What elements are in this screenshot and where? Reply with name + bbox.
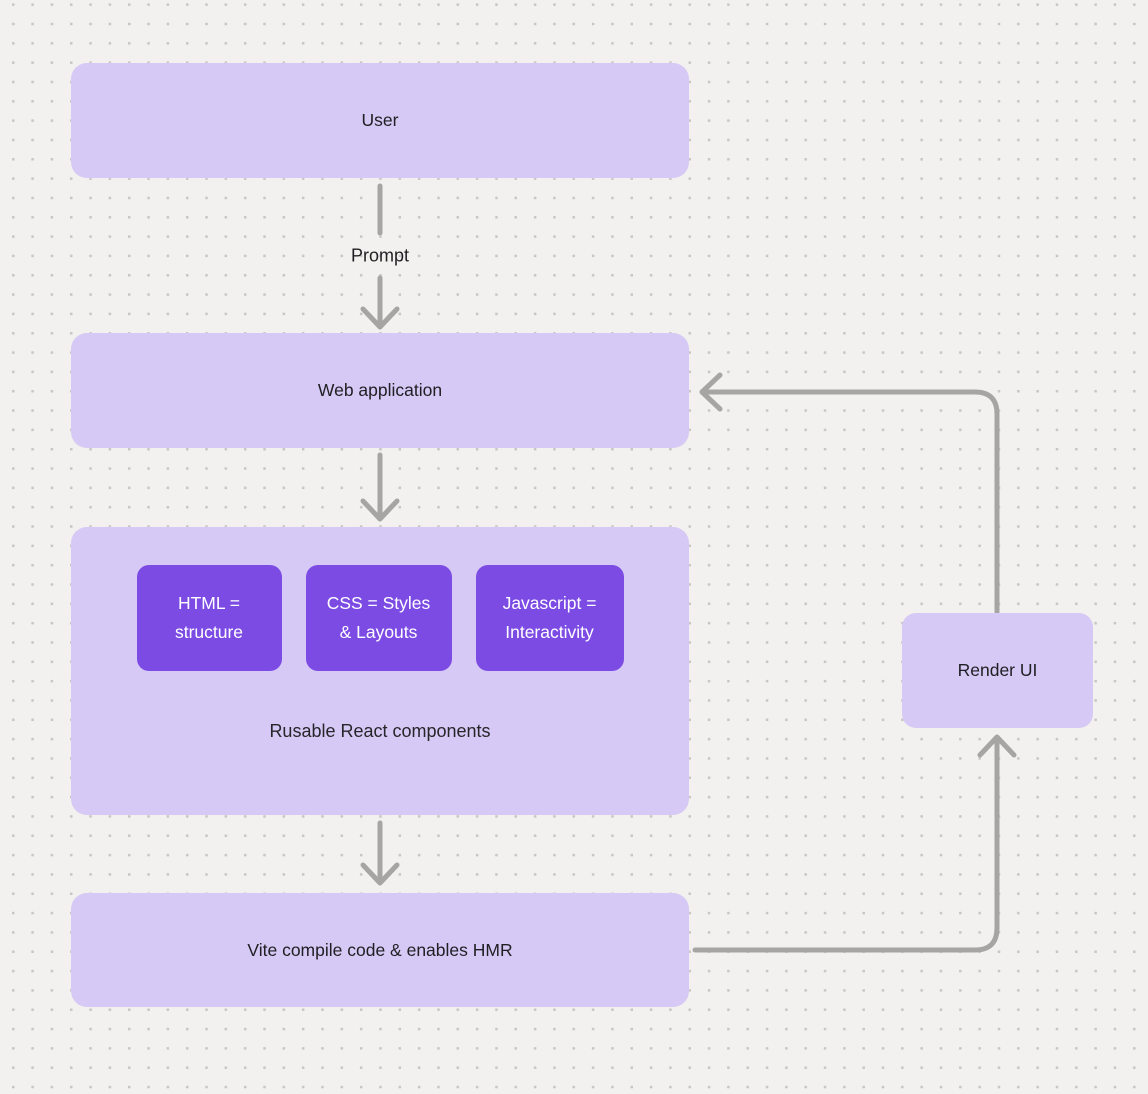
edge-render-to-web-line[interactable] bbox=[700, 389, 1000, 616]
chip-javascript[interactable]: Javascript = Interactivity bbox=[475, 565, 624, 671]
edge-render-to-web-arrowhead bbox=[699, 372, 723, 412]
node-user[interactable]: User bbox=[71, 63, 689, 178]
edge-vite-to-render-arrowhead bbox=[977, 734, 1017, 758]
chip-css[interactable]: CSS = Styles & Layouts bbox=[305, 565, 452, 671]
node-vite[interactable]: Vite compile code & enables HMR bbox=[71, 893, 689, 1007]
components-chips-row: HTML = structure CSS = Styles & Layouts … bbox=[136, 565, 624, 671]
node-web-application-label: Web application bbox=[317, 380, 443, 401]
edge-user-to-web-arrowhead bbox=[360, 306, 400, 330]
components-caption: Rusable React components bbox=[269, 721, 491, 741]
node-render-ui[interactable]: Render UI bbox=[902, 613, 1093, 728]
chip-html-label: HTML = structure bbox=[174, 593, 244, 642]
edge-prompt-label: Prompt bbox=[350, 245, 410, 266]
chip-html[interactable]: HTML = structure bbox=[136, 565, 282, 671]
node-user-label: User bbox=[361, 110, 399, 131]
node-web-application[interactable]: Web application bbox=[71, 333, 689, 448]
node-vite-label: Vite compile code & enables HMR bbox=[247, 939, 513, 960]
edge-web-to-components-arrowhead bbox=[360, 498, 400, 522]
node-components-container[interactable]: HTML = structure CSS = Styles & Layouts … bbox=[71, 527, 689, 815]
edge-vite-to-render-line[interactable] bbox=[692, 737, 1000, 953]
chip-javascript-label: Javascript = Interactivity bbox=[502, 593, 597, 642]
node-render-ui-label: Render UI bbox=[957, 660, 1038, 681]
edge-components-to-vite-arrowhead bbox=[360, 862, 400, 886]
chip-css-label: CSS = Styles & Layouts bbox=[326, 593, 431, 642]
